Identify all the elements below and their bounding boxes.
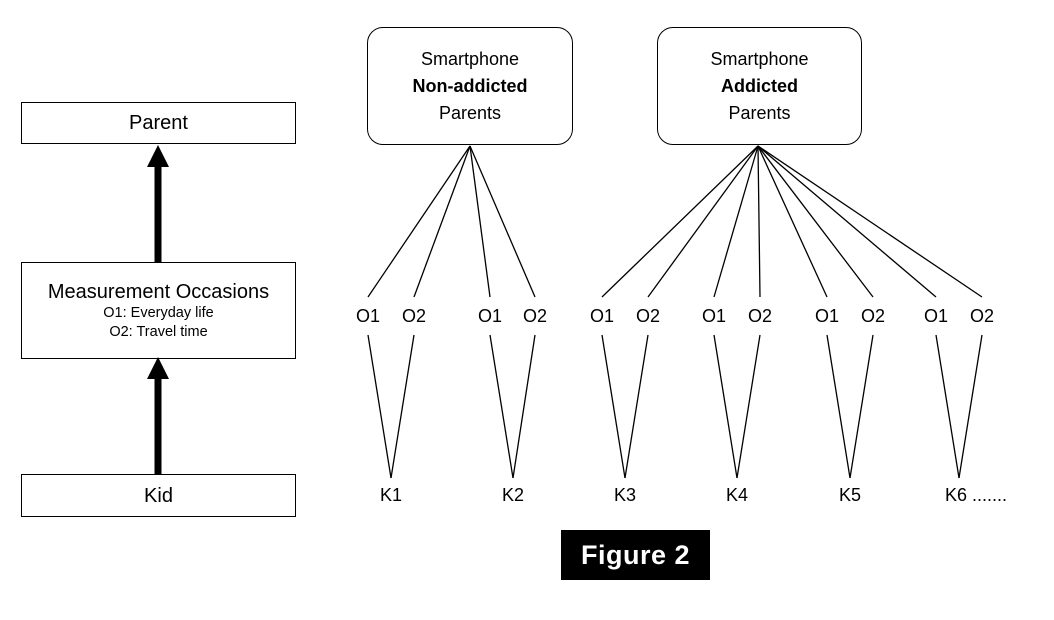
occasion-node-11: O1 <box>923 306 949 326</box>
group-box-non-addicted-line2: Non-addicted <box>412 75 528 96</box>
v-lines-occasions-to-kids <box>367 334 983 479</box>
level-box-kid: Kid <box>21 474 296 517</box>
figure-caption: Figure 2 <box>561 530 710 580</box>
occasion-node-6: O2 <box>635 306 661 326</box>
kid-node-4: K4 <box>725 485 749 505</box>
kid-node-5: K5 <box>838 485 862 505</box>
occasion-node-10: O2 <box>860 306 886 326</box>
occasion-node-8: O2 <box>747 306 773 326</box>
kid-node-1: K1 <box>379 485 403 505</box>
level-box-measurement-occasions: Measurement Occasions O1: Everyday life … <box>21 262 296 359</box>
fan-lines-non-addicted <box>367 145 536 298</box>
group-box-addicted: Smartphone Addicted Parents <box>657 27 862 145</box>
occasion-node-12: O2 <box>969 306 995 326</box>
level-box-parent-title: Parent <box>129 112 188 134</box>
group-box-addicted-line2: Addicted <box>720 75 798 96</box>
occasion-node-1: O1 <box>355 306 381 326</box>
fan-lines-addicted <box>601 145 983 298</box>
occasion-node-4: O2 <box>522 306 548 326</box>
level-box-parent: Parent <box>21 102 296 144</box>
group-box-non-addicted: Smartphone Non-addicted Parents <box>367 27 573 145</box>
level-box-kid-title: Kid <box>144 484 173 507</box>
arrow-kid-to-occasions <box>147 357 169 474</box>
kid-node-6: K6 ....... <box>944 485 1008 505</box>
occasion-node-9: O1 <box>814 306 840 326</box>
occasion-node-5: O1 <box>589 306 615 326</box>
group-box-addicted-line1: Smartphone <box>710 48 809 69</box>
occasion-node-3: O1 <box>477 306 503 326</box>
occasion-node-2: O2 <box>401 306 427 326</box>
group-box-non-addicted-line3: Parents <box>438 102 502 123</box>
level-box-measurement-occasions-subline-2: O2: Travel time <box>109 323 208 340</box>
level-box-measurement-occasions-subline-1: O1: Everyday life <box>103 304 214 321</box>
group-box-non-addicted-line1: Smartphone <box>420 48 520 69</box>
arrow-occasions-to-parent <box>147 145 169 262</box>
group-box-addicted-line3: Parents <box>728 102 791 123</box>
kid-node-2: K2 <box>501 485 525 505</box>
occasion-node-7: O1 <box>701 306 727 326</box>
level-box-measurement-occasions-title: Measurement Occasions <box>47 280 270 303</box>
kid-node-3: K3 <box>613 485 637 505</box>
